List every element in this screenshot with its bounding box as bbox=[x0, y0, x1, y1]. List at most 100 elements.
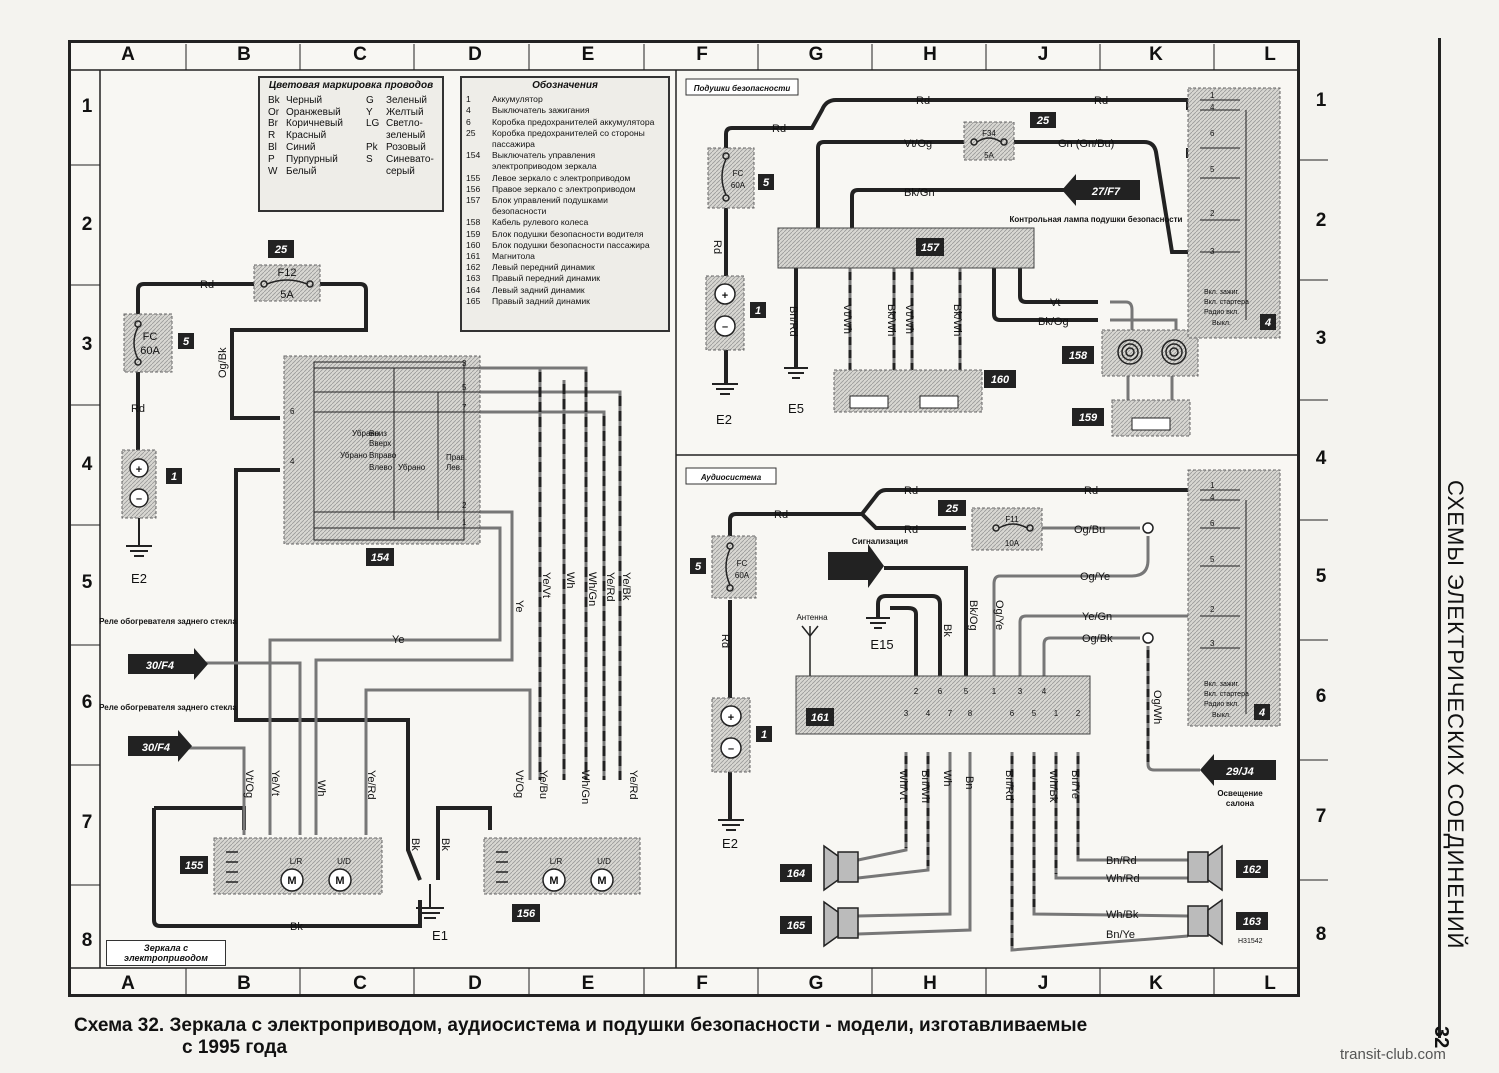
fuse-box-number: 5 bbox=[695, 561, 702, 573]
grid-row: 8 bbox=[81, 930, 93, 951]
wire-label: Rd bbox=[719, 634, 731, 648]
alarm-arrow bbox=[828, 544, 884, 588]
wire-label: Rd bbox=[131, 403, 145, 415]
fuse-box-number: 5 bbox=[183, 336, 190, 348]
legend-row: зеленый bbox=[386, 130, 426, 142]
component-tag bbox=[1236, 860, 1268, 878]
legend-row: серый bbox=[386, 165, 415, 177]
resistor-icon bbox=[1131, 417, 1171, 431]
designation-item: пассажира bbox=[492, 139, 535, 150]
motor-m: M bbox=[287, 875, 296, 887]
grid-col: J bbox=[1037, 44, 1049, 65]
relay-ref: 30/F4 bbox=[146, 660, 174, 672]
grid-col: H bbox=[923, 44, 937, 65]
component-tag bbox=[1236, 912, 1268, 930]
fuse-box-tag bbox=[938, 500, 966, 516]
pin-number: 5 bbox=[964, 687, 969, 696]
wire-label: Wh/Vt bbox=[897, 770, 909, 800]
wire-label: Bn/Rd bbox=[1003, 770, 1015, 801]
pin-number: 3 bbox=[462, 359, 467, 368]
wire-label: Bk bbox=[409, 838, 421, 851]
fuse-box bbox=[711, 535, 757, 599]
fuse-rating: 5A bbox=[984, 151, 994, 160]
motor-icon bbox=[542, 868, 566, 892]
grid-row: 4 bbox=[81, 454, 93, 475]
component-number: 4 bbox=[1258, 707, 1265, 719]
section-title: Аудиосистема bbox=[700, 473, 762, 482]
pin-number: 6 bbox=[290, 407, 295, 416]
fuse-box bbox=[971, 507, 1043, 551]
pin-number: 5 bbox=[1210, 165, 1215, 174]
pin-number: 6 bbox=[1210, 129, 1215, 138]
wire-label: Rd bbox=[904, 524, 918, 536]
wire-label: Og/Wh bbox=[1151, 690, 1163, 724]
wire-label: Rd bbox=[200, 279, 214, 291]
section-title: Подушки безопасности bbox=[694, 84, 791, 93]
antenna-label: Антенна bbox=[796, 613, 828, 622]
motor-m: M bbox=[335, 875, 344, 887]
grid-row: 1 bbox=[1315, 90, 1327, 111]
wire-label: Wh bbox=[315, 780, 327, 797]
wire-label: Vt/Og bbox=[513, 770, 525, 798]
grid-col: A bbox=[121, 44, 135, 65]
component-number: 1 bbox=[171, 471, 177, 483]
component-number: 163 bbox=[1243, 916, 1261, 928]
wire-label: Rd bbox=[711, 240, 723, 254]
ref-arrow bbox=[1062, 174, 1140, 206]
grid-row: 6 bbox=[1315, 686, 1327, 707]
component-tag bbox=[806, 708, 834, 726]
wire-label: Og/Ye bbox=[993, 600, 1005, 630]
grid-col: K bbox=[1149, 973, 1163, 994]
component-number: 1 bbox=[761, 729, 767, 741]
pin-number: 2 bbox=[1210, 209, 1215, 218]
grid-row: 7 bbox=[81, 812, 93, 833]
section-title-mirrors: Зеркала с электроприводом bbox=[106, 940, 226, 966]
grid-row: 3 bbox=[81, 334, 93, 355]
grid-col: L bbox=[1264, 44, 1276, 65]
switch-label: Убрано bbox=[398, 463, 426, 472]
wire-label: Vt/Wh bbox=[903, 304, 915, 334]
wire-label: Bn/Wh bbox=[919, 770, 931, 803]
fuse-box-number: 25 bbox=[274, 244, 288, 256]
pin-number: 2 bbox=[462, 501, 467, 510]
grid-row: 7 bbox=[1315, 806, 1327, 827]
watermark: transit-club.com bbox=[1340, 1046, 1446, 1063]
pin-number: 6 bbox=[1010, 709, 1015, 718]
pin-number: 3 bbox=[1018, 687, 1023, 696]
component-tag bbox=[916, 238, 944, 256]
wire-label: Ye bbox=[513, 600, 525, 612]
switch-label: Лев. bbox=[446, 463, 462, 472]
grid-col: B bbox=[237, 44, 251, 65]
component-number: 157 bbox=[921, 242, 940, 254]
fuse-rating: 10A bbox=[1005, 539, 1020, 548]
component-tag bbox=[750, 302, 766, 318]
designation-item: безопасности bbox=[492, 206, 547, 217]
wire-label: Wh/Gn bbox=[586, 572, 598, 606]
fuse-box bbox=[123, 313, 173, 373]
component-number: 154 bbox=[371, 552, 389, 564]
relay-ref-arrow bbox=[128, 648, 208, 680]
fuse-rating: 60A bbox=[735, 571, 750, 580]
pin-number: 7 bbox=[462, 403, 467, 412]
component-number: 165 bbox=[787, 920, 806, 932]
pin-number: 6 bbox=[1210, 519, 1215, 528]
coil-icon bbox=[1117, 339, 1187, 365]
section-header-box bbox=[685, 467, 777, 485]
legend-title: Цветовая маркировка проводов bbox=[268, 80, 434, 91]
grid-row: 5 bbox=[81, 572, 93, 593]
ground-label: E15 bbox=[870, 637, 893, 652]
switch-label: Убрано bbox=[340, 451, 368, 460]
audio-wiring bbox=[728, 488, 1188, 820]
left-mirror bbox=[213, 837, 383, 895]
ground-label: E2 bbox=[131, 571, 147, 586]
fuse-name: F34 bbox=[982, 129, 996, 138]
pin-number: 3 bbox=[1210, 639, 1215, 648]
connector-icon bbox=[1142, 522, 1154, 534]
